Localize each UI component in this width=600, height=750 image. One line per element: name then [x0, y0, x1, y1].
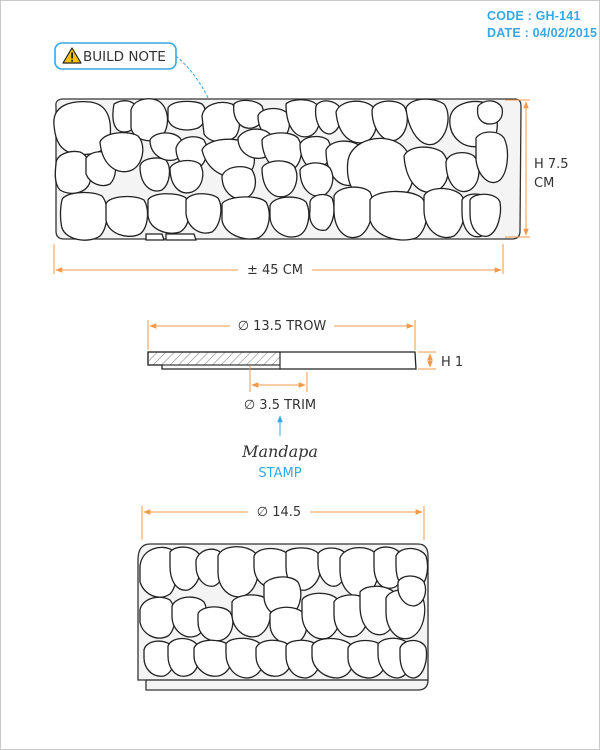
stone-panel-top	[53, 98, 522, 241]
round-panel-diameter-label: ∅ 14.5	[257, 505, 301, 520]
date-label: DATE : 04/02/2015	[487, 26, 598, 40]
height-dimension: H 7.5 CM	[505, 99, 569, 238]
warning-icon	[62, 47, 82, 64]
trowel-height-label: H 1	[441, 355, 463, 370]
trowel-diameter-label: ∅ 13.5 TROW	[238, 319, 327, 334]
build-note-callout[interactable]: BUILD NOTE	[54, 42, 177, 70]
stamp-label: STAMP	[258, 466, 301, 481]
stamp-callout: Mandapa STAMP	[241, 415, 318, 481]
build-note-label: BUILD NOTE	[83, 49, 166, 65]
stamp-logo: Mandapa	[241, 442, 318, 461]
height-unit-label: CM	[534, 176, 554, 191]
code-label: CODE : GH-141	[487, 9, 581, 23]
title-block: CODE : GH-141 DATE : 04/02/2015	[487, 8, 598, 42]
width-label: ± 45 CM	[247, 263, 303, 278]
stone-panel-round	[137, 543, 429, 691]
diameter-dimension: ∅ 14.5	[141, 503, 425, 540]
height-label: H 7.5	[534, 157, 569, 172]
trim-diameter-label: ∅ 3.5 TRIM	[244, 398, 316, 413]
trowel-section: ∅ 13.5 TROW H 1 ∅ 3.5 TRIM	[147, 317, 463, 413]
width-dimension: ± 45 CM	[53, 244, 504, 278]
